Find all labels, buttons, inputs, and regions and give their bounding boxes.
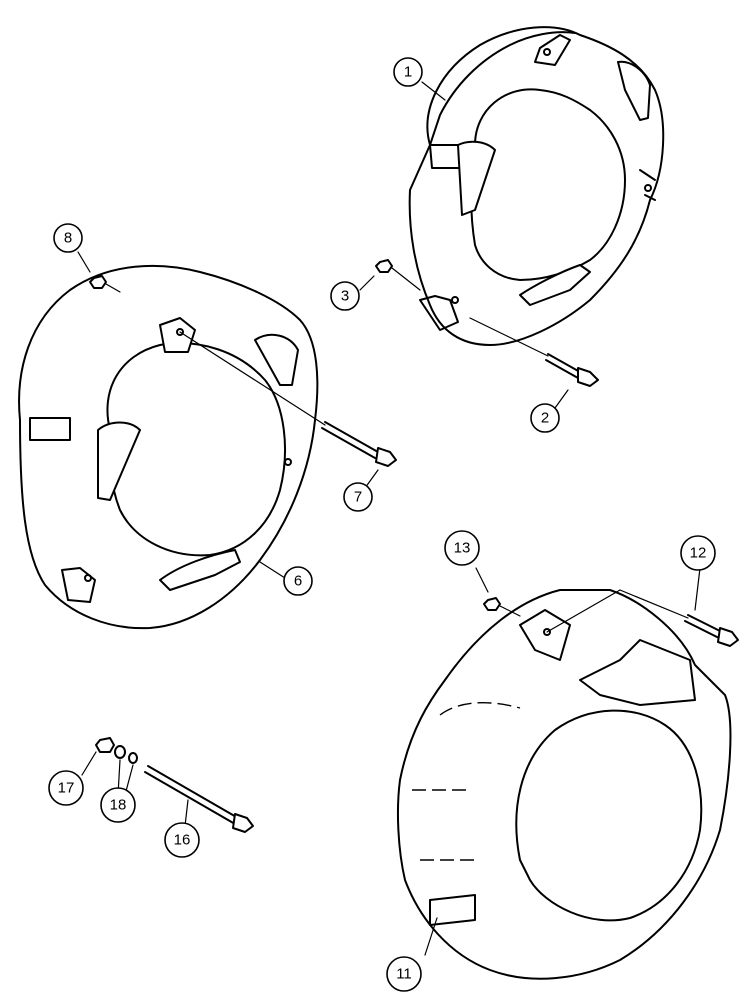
callout-3: 3	[330, 281, 360, 311]
nut-part-3	[359, 259, 421, 291]
nut-part-17	[81, 737, 115, 776]
callout-label: 16	[174, 832, 191, 849]
wheel-weight-part-6	[18, 265, 319, 630]
nut-part-8	[77, 251, 121, 293]
callout-label: 12	[690, 545, 707, 562]
nut-part-13	[475, 567, 521, 617]
callout-label: 18	[110, 797, 127, 814]
callout-label: 1	[404, 64, 412, 81]
callout-7: 7	[343, 482, 373, 512]
callout-label: 11	[396, 966, 412, 983]
bolt-part-7	[179, 331, 397, 489]
callout-16: 16	[164, 822, 200, 858]
callout-1: 1	[393, 57, 446, 101]
callout-17: 17	[48, 770, 84, 806]
callout-11: 11	[386, 956, 422, 992]
callout-6: 6	[283, 566, 313, 596]
callout-label: 6	[294, 573, 302, 590]
callout-8: 8	[53, 223, 83, 253]
bolt-part-16	[144, 765, 254, 833]
washers-part-18	[114, 745, 138, 796]
wheel-weight-part-11	[396, 589, 732, 980]
callout-label: 2	[541, 410, 549, 427]
bolt-part-2	[469, 317, 599, 409]
callout-18: 18	[100, 787, 136, 823]
wheel-weight-part-1	[408, 26, 665, 346]
bolt-part-12	[546, 567, 739, 647]
callout-label: 7	[354, 489, 362, 506]
callout-12: 12	[680, 535, 716, 571]
callout-label: 17	[58, 780, 75, 797]
callout-label: 13	[454, 540, 471, 557]
callout-2: 2	[530, 403, 560, 433]
callout-label: 8	[64, 230, 72, 247]
callout-13: 13	[444, 530, 480, 566]
callout-label: 3	[341, 288, 349, 305]
